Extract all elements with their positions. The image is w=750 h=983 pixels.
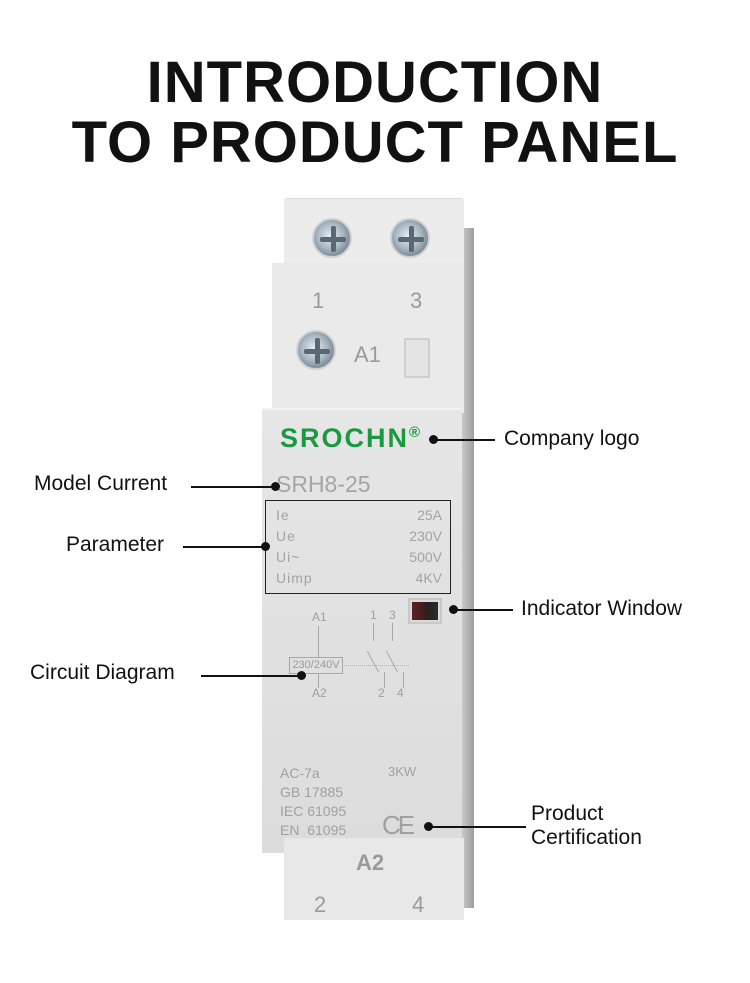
standard-text: GB 17885 (280, 784, 344, 800)
registered-mark: ® (409, 424, 421, 441)
leader-line (453, 609, 513, 611)
front-panel (262, 408, 462, 853)
standard-text: AC-7a (280, 765, 320, 781)
terminal-label-2: 2 (314, 892, 327, 917)
param-row: Ui~500V (276, 549, 442, 565)
indicator-window (408, 598, 442, 624)
terminal-label-1: 1 (312, 288, 325, 313)
terminal-label-a1: A1 (354, 342, 381, 367)
leader-dot (261, 542, 270, 551)
leader-dot (449, 605, 458, 614)
contact-switch-icon (385, 650, 398, 673)
terminal-screw-1-icon (312, 218, 352, 258)
page-title-line2: TO PRODUCT PANEL (71, 110, 679, 175)
leader-line (183, 546, 265, 548)
contact-switch-icon (366, 650, 379, 673)
company-logo: SROCHN® (280, 423, 420, 454)
annotation-product-certification: Product (531, 802, 604, 825)
terminal-screw-3-icon (390, 218, 430, 258)
leader-dot (429, 435, 438, 444)
lower-terminal-block (284, 838, 464, 920)
terminal-label-3: 3 (410, 288, 423, 313)
annotation-company-logo: Company logo (504, 427, 640, 450)
page-title-line1: INTRODUCTION (146, 50, 604, 115)
power-rating: 3KW (388, 764, 417, 779)
annotation-indicator-window: Indicator Window (521, 597, 683, 620)
coil-screw-a1-icon (296, 330, 336, 370)
ce-mark-icon: CE (382, 810, 415, 840)
leader-line (191, 486, 275, 488)
leader-line (201, 675, 301, 677)
leader-dot (271, 482, 280, 491)
annotation-circuit-diagram: Circuit Diagram (30, 661, 175, 684)
terminal-label-a2: A2 (356, 850, 385, 875)
annotation-model-current: Model Current (34, 472, 168, 495)
model-number: SRH8-25 (276, 471, 371, 497)
top-terminal-block (284, 198, 464, 268)
standard-text: IEC 61095 (280, 803, 347, 819)
circuit-diagram: A1 230/240V A2 1 3 2 4 (282, 608, 412, 708)
leader-dot (424, 822, 433, 831)
annotation-parameter: Parameter (66, 533, 165, 556)
leader-line (433, 439, 495, 441)
test-slot (404, 338, 430, 378)
coil-symbol: 230/240V (289, 657, 343, 674)
brand-name: SROCHN (280, 423, 410, 453)
standard-text: EN 61095 (280, 822, 347, 838)
din-rail-side (462, 228, 474, 908)
leader-line (428, 826, 526, 828)
annotation-product-certification-line2: Certification (531, 826, 642, 849)
leader-dot (297, 671, 306, 680)
terminal-label-4: 4 (412, 892, 425, 917)
